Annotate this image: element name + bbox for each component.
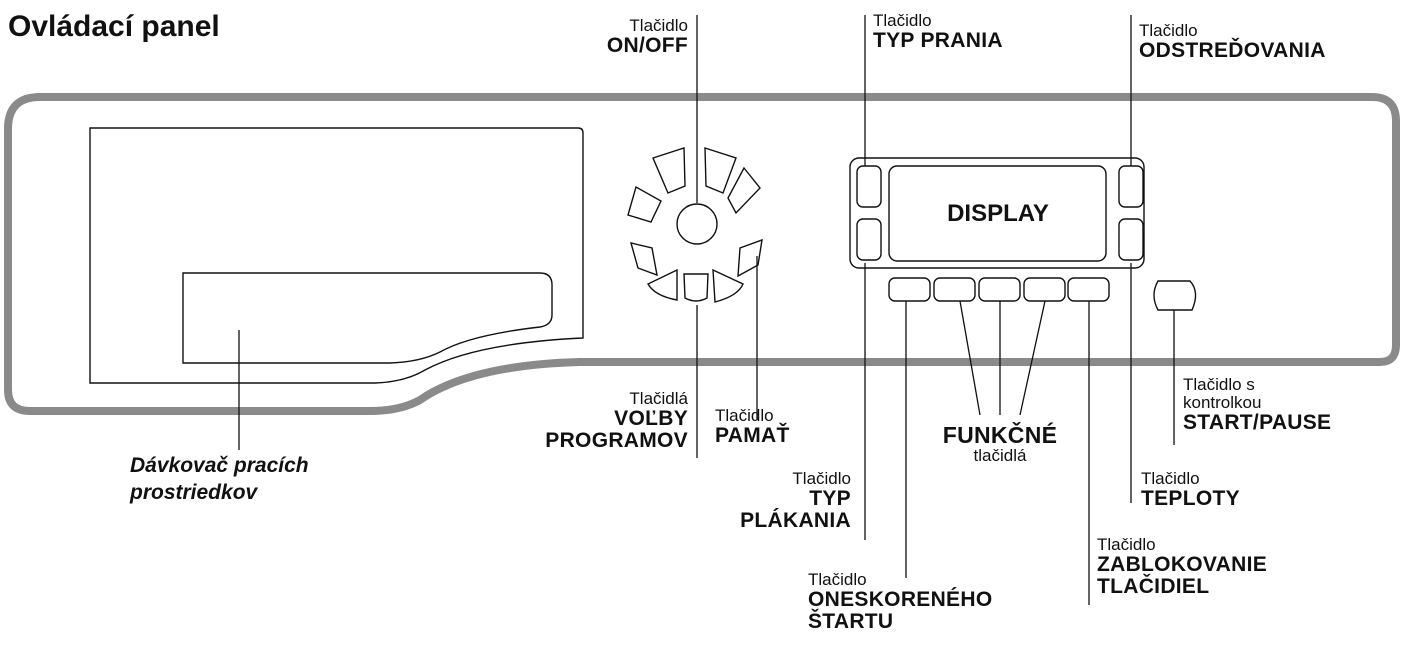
label-volby-programov: Tlačidlá VOĽBY PROGRAMOV [545,389,688,452]
label-pamat: Tlačidlo PAMAŤ [715,406,790,447]
rinse-type-button [856,218,882,261]
function-button-1 [933,277,976,302]
display-screen [888,165,1107,262]
temperature-button [1118,218,1144,261]
page-title: Ovládací panel [8,10,220,43]
label-funkcne: FUNKČNÉ tlačidlá [942,422,1058,466]
label-typ-plakania: Tlačidlo TYP PLÁKANIA [740,469,851,532]
display-housing [849,157,1145,269]
label-zablokovanie: Tlačidlo ZABLOKOVANIE TLAČIDIEL [1097,535,1268,598]
leader-funkcne-1 [959,300,981,416]
spin-button [1118,165,1144,208]
display-label: DISPLAY [947,200,1049,227]
start-pause-button [1153,280,1197,311]
function-button-3 [1023,277,1066,302]
label-oneskoreneho: Tlačidlo ONESKORENÉHO ŠTARTU [808,570,993,633]
wash-type-button [856,165,882,208]
detergent-drawer [89,127,584,384]
panel-outline [3,93,1400,415]
label-davkovac: Dávkovač pracích prostriedkov [130,454,309,505]
drawer-handle [182,272,553,364]
program-selector-buttons [627,147,763,303]
lock-button [1067,277,1110,302]
label-odstredovania: Tlačidlo ODSTREĎOVANIA [1139,21,1326,62]
leader-funkcne-3 [1019,300,1046,416]
label-start-pause: Tlačidlo s kontrolkou START/PAUSE [1183,375,1332,434]
delay-start-button [888,277,931,302]
program-selector-knob [676,203,718,245]
label-typ-prania: Tlačidlo TYP PRANIA [873,11,1003,52]
function-button-2 [978,277,1021,302]
label-on-off: Tlačidlo ON/OFF [606,16,688,57]
label-teploty: Tlačidlo TEPLOTY [1141,469,1240,510]
